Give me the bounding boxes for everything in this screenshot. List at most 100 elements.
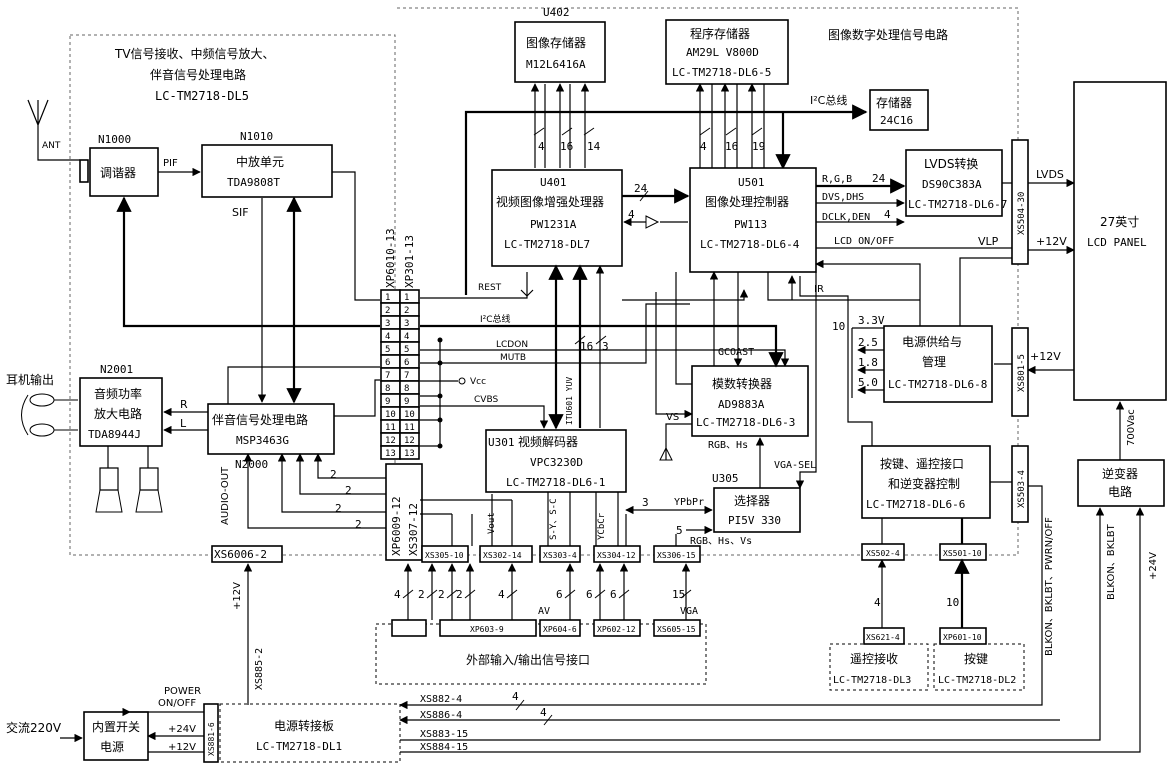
remote-rx-block: 遥控接收 LC-TM2718-DL3 [829,643,929,691]
pin-cell-right [399,393,420,408]
dclk-label: DCLK,DEN [822,212,870,223]
xs503-label: XS503-4 [1017,470,1027,508]
keys-remote-board: LC-TM2718-DL6-6 [866,498,965,511]
pin-number: 8 [385,384,390,394]
vs-label: VS [666,412,679,423]
connector-label-xs302: XS302-14 [483,551,522,560]
power-onoff-label-2: ON/OFF [158,698,196,709]
xs307-label: XS307-12 [407,503,420,556]
inverter-name1: 逆变器 [1102,466,1138,481]
bus-slash [564,589,576,599]
ext-connector [391,619,427,637]
pin-cell-right [399,289,420,304]
xs886-label: XS886-4 [420,710,462,721]
psu-name1: 内置开关 [92,720,140,734]
ext-bus-width: 2 [456,588,463,601]
pin-cell-left [380,393,401,408]
enhancer-board: LC-TM2718-DL7 [504,238,590,251]
connector-xs305 [421,545,469,563]
program-mem-name: 程序存储器 [690,26,750,41]
psu-name2: 电源 [100,740,124,754]
ext-io-name: 外部输入/输出信号接口 [466,652,590,667]
tv-region-title-2: 伴音信号处理电路 [150,67,246,82]
audio-amp-name1: 音频功率 [94,386,142,401]
pin-cell-right [399,445,420,460]
bus-width-13b: 5 [676,524,683,537]
bus-width-15: 2 [335,502,342,515]
pin-cell-right [399,367,420,382]
xs883-label: XS883-15 [420,729,468,740]
digital-region-title: 图像数字处理信号电路 [828,27,948,42]
ext-bus-width: 2 [438,588,445,601]
ext-connector-label-xp603: XP603-9 [470,625,504,634]
audio-amp-block: N2001 音频功率 放大电路 TDA8944J [79,363,163,447]
sy-sc-label: S-Y、S-C [549,498,559,540]
digital-region-border [397,7,1019,556]
xs881-connector [203,703,219,763]
vcc-node [458,377,466,385]
image-mem-ref: U402 [543,6,570,19]
remote-rx-name: 遥控接收 [850,651,898,666]
adc-block: 模数转换器 AD9883A LC-TM2718-DL6-3 [691,365,809,437]
pin-cell-right [399,302,420,317]
pin-number: 9 [385,397,390,407]
xs501-connector: XS501-10 [939,543,987,561]
controller-part: PW113 [734,218,767,231]
xs884-label: XS884-15 [420,742,468,753]
xs502-connector: XS502-4 [861,543,905,561]
audio-amp-ref: N2001 [100,363,133,376]
p24-psu-label: +24V [168,724,196,735]
if-unit-ref: N1010 [240,130,273,143]
xs885-label: XS885-2 [254,648,265,690]
xs504-label: XS504-30 [1017,192,1027,235]
pin-number: 1 [385,293,390,303]
bus-width-6: 24 [634,182,648,195]
connector-label-xs304: XS304-12 [597,551,636,560]
lvds-out-label: LVDS [1036,168,1064,181]
controller-ref: U501 [738,176,765,189]
pwrn-label: BLKON、BKLBT、PWRN/OFF [1044,517,1055,656]
mutb-label: MUTB [500,353,526,363]
ext-connector-xs605 [653,619,701,637]
power-adapter-board: LC-TM2718-DL1 [256,740,342,753]
sound-proc-ref: N2000 [235,458,268,471]
inverter-block: 逆变器 电路 [1077,459,1165,507]
sound-proc-block: 伴音信号处理电路 MSP3463G N2000 [207,403,335,471]
bus-width-29: 4 [540,706,547,719]
xs502-label: XS502-4 [866,549,900,558]
vcc-label: Vcc [470,377,486,387]
sound-proc-part: MSP3463G [236,434,289,447]
connector-xs303 [539,545,581,563]
xs621-label: XS621-4 [866,633,900,642]
tuner-ref: N1000 [98,133,131,146]
pin-number: 10 [404,410,415,420]
pin-number: 13 [385,449,396,459]
ir-label: IR [814,284,824,295]
pin-cell-right [399,341,420,356]
selector-part: PI5V 330 [728,514,781,527]
p12v-label: +12V [1036,235,1067,248]
pif-label: PIF [163,158,178,169]
tv-region-title-1: TV信号接收、中频信号放大、 [114,46,275,61]
xs882-label: XS882-4 [420,694,462,705]
bus-width-9: 4 [884,208,891,221]
image-mem-part: M12L6416A [526,58,586,71]
pin-cell-right [399,354,420,369]
power-mgmt-board: LC-TM2718-DL6-8 [888,378,987,391]
p12v-b-label: +12V [1030,350,1061,363]
sound-proc-name: 伴音信号处理电路 [212,412,308,427]
cvbs-label: CVBS [474,395,498,405]
v18-label: 1.8 [858,356,878,369]
bus-slash [402,589,414,599]
dvs-label: DVS,DHS [822,192,864,203]
audio-amp-part: TDA8944J [88,428,141,441]
antenna-icon [27,99,80,161]
enhancer-name: 视频图像增强处理器 [496,194,604,209]
headphone-label: 耳机输出 [6,372,54,387]
power-mgmt-name2: 管理 [922,354,946,369]
bus-width-4: 16 [725,140,738,153]
lcd-panel-block: 27英寸 LCD PANEL [1073,81,1167,401]
bus-slash [446,589,458,599]
